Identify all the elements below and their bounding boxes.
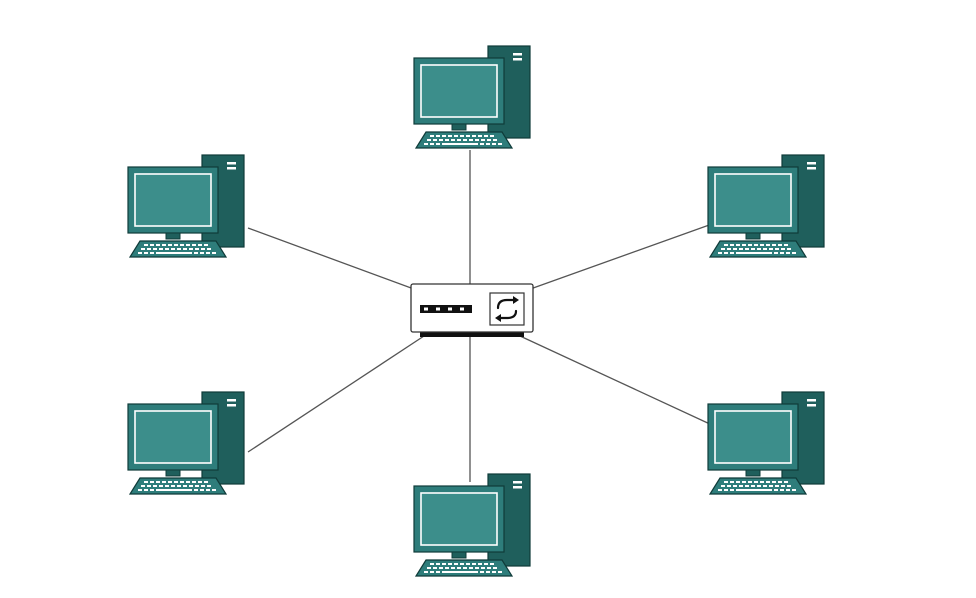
desktop-computer-icon-bottom bbox=[413, 473, 531, 577]
cable-link-upper-right bbox=[521, 223, 713, 293]
switch-symbol-box bbox=[489, 292, 525, 326]
cable-link-lower-right bbox=[519, 335, 713, 426]
desktop-computer-icon-upper-left bbox=[127, 154, 245, 258]
desktop-computer-icon-lower-left bbox=[127, 391, 245, 495]
switch-port-3 bbox=[448, 307, 452, 311]
cable-link-upper-left bbox=[247, 227, 423, 293]
switch-ports bbox=[424, 307, 464, 311]
switch-port-1 bbox=[424, 307, 428, 311]
desktop-computer-icon-top bbox=[413, 45, 531, 149]
switch-port-4 bbox=[460, 307, 464, 311]
network-switch bbox=[410, 283, 534, 337]
network-switch-base bbox=[420, 330, 524, 337]
desktop-computer-icon-lower-right bbox=[707, 391, 825, 495]
cable-link-lower-left bbox=[247, 335, 425, 453]
cable-links bbox=[247, 150, 713, 482]
switch-port-panel bbox=[420, 305, 472, 313]
refresh-arrows-icon bbox=[495, 296, 519, 322]
desktop-computer-icon-upper-right bbox=[707, 154, 825, 258]
switch-port-2 bbox=[436, 307, 440, 311]
